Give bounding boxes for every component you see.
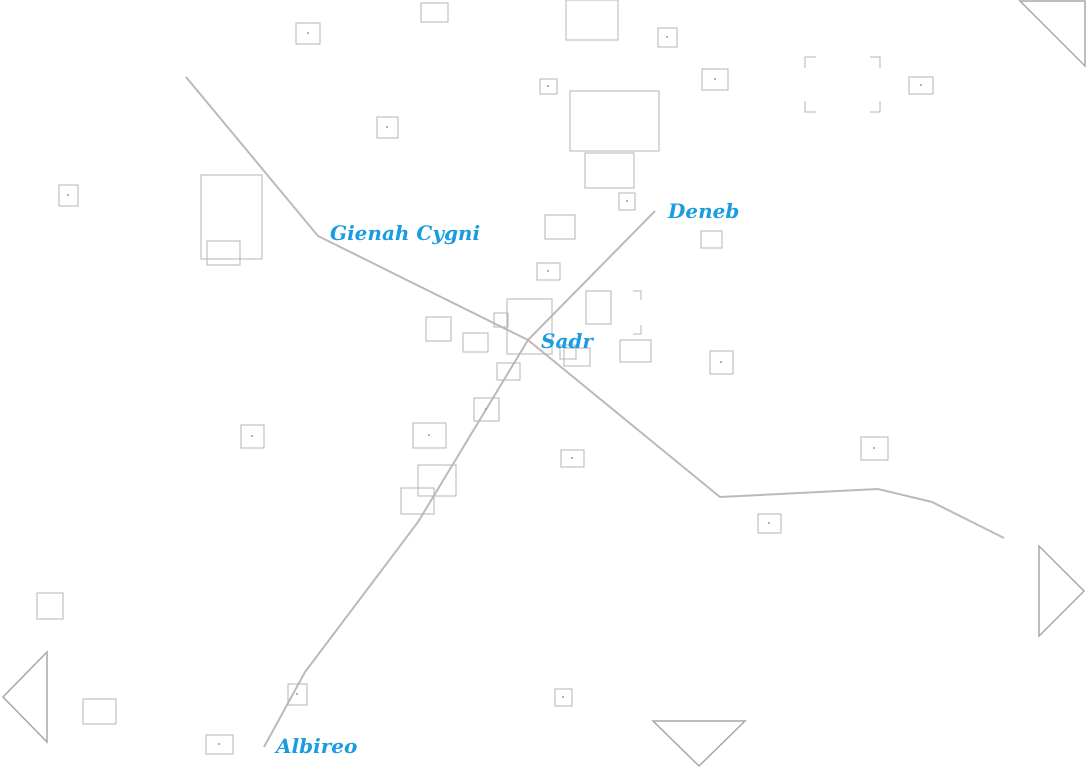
bracket-marker (804, 56, 881, 113)
star-marker (536, 262, 561, 281)
line-sadr-to-albireo (263, 339, 529, 748)
dso-marker (569, 90, 660, 152)
dso-marker (619, 339, 652, 363)
star-marker (412, 422, 447, 449)
star-label-sadr: Sadr (541, 329, 594, 353)
dso-marker (584, 152, 635, 189)
star-marker (240, 424, 265, 449)
star-labels: Gienah Cygni Deneb Sadr Albireo (274, 199, 739, 758)
pan-right-icon[interactable] (1038, 544, 1086, 638)
constellation-lines (185, 76, 1005, 748)
star-marker (618, 192, 636, 211)
dso-marker (36, 592, 64, 620)
star-markers (58, 22, 934, 755)
dso-marker (700, 230, 723, 249)
star-marker (908, 76, 934, 95)
star-marker (701, 68, 729, 91)
pan-up-right-icon[interactable] (1018, 0, 1086, 68)
dso-marker (417, 464, 457, 497)
dso-marker (565, 0, 619, 41)
pan-left-icon[interactable] (1, 650, 48, 744)
dso-markers (36, 0, 723, 725)
star-marker (376, 116, 399, 139)
dso-marker (496, 362, 521, 381)
star-label-deneb: Deneb (667, 199, 739, 223)
star-label-albireo: Albireo (274, 734, 357, 758)
dso-marker (559, 344, 577, 360)
star-marker (287, 683, 308, 706)
dso-marker (206, 240, 241, 266)
star-marker (58, 184, 79, 207)
star-marker (757, 513, 782, 534)
line-sadr-to-deneb (527, 210, 656, 341)
star-marker (295, 22, 321, 45)
star-marker (539, 78, 558, 95)
dso-marker (563, 347, 591, 367)
dso-marker (400, 487, 435, 515)
star-marker (473, 397, 500, 422)
star-marker (205, 734, 234, 755)
star-marker (709, 350, 734, 375)
dso-marker (585, 290, 612, 325)
star-label-gienah-cygni: Gienah Cygni (330, 221, 480, 245)
dso-marker (462, 332, 489, 353)
star-marker (657, 27, 678, 48)
star-marker (860, 436, 889, 461)
dso-marker (544, 214, 576, 240)
dso-marker (82, 698, 117, 725)
pan-down-icon[interactable] (651, 720, 747, 768)
bracket-marker (633, 290, 642, 335)
star-marker (560, 449, 585, 468)
star-marker (554, 688, 573, 707)
bracket-markers (633, 56, 881, 335)
dso-marker (493, 312, 509, 328)
dso-marker (425, 316, 452, 342)
line-gienah-to-sadr (185, 76, 529, 341)
dso-marker (420, 2, 449, 23)
line-sadr-to-east (527, 339, 1005, 539)
dso-marker (200, 174, 263, 260)
